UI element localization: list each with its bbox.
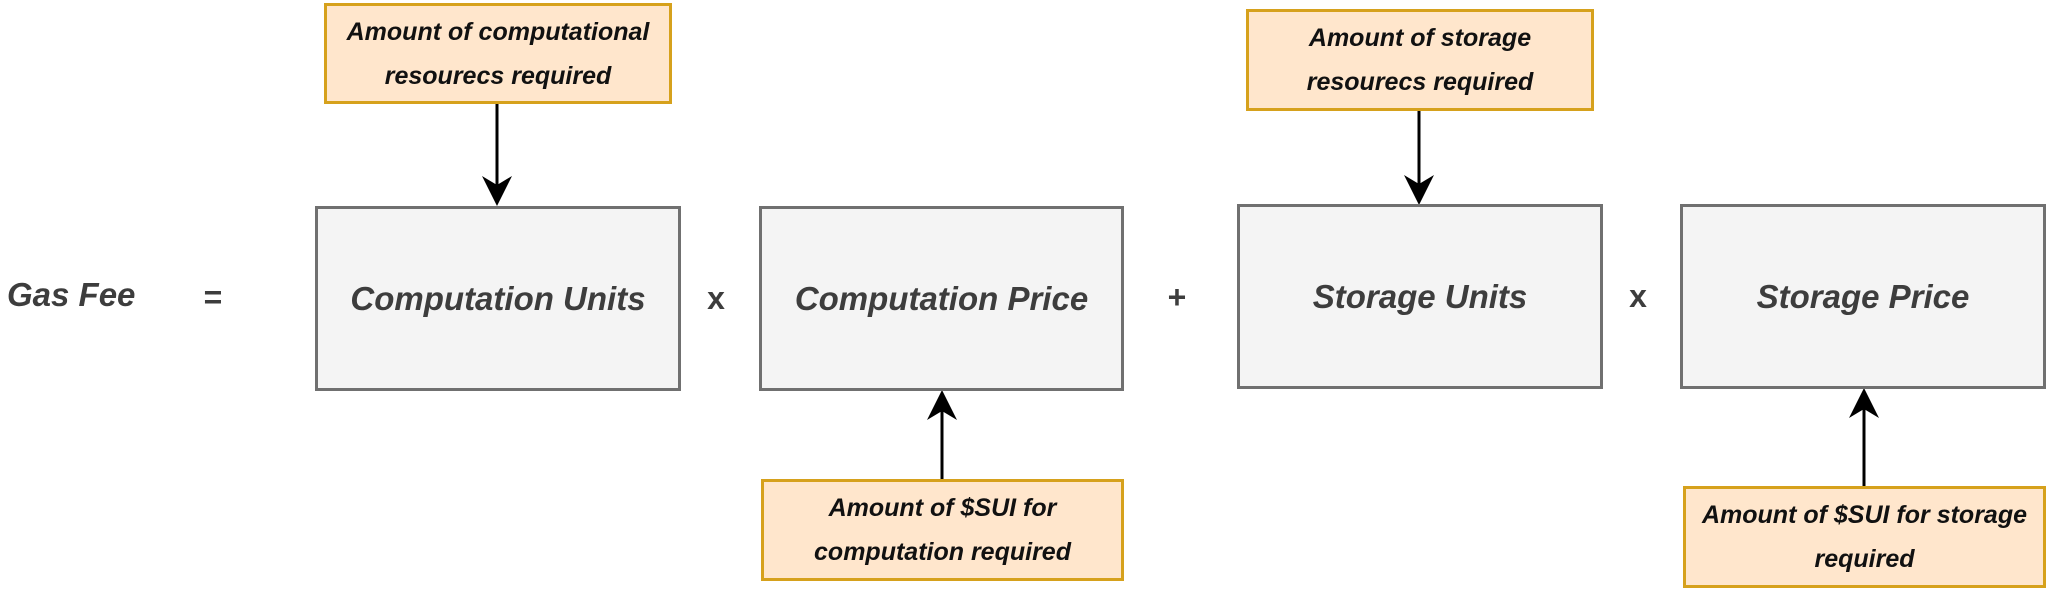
plus-operator: + (1167, 279, 1187, 315)
computation-price-box: Computation Price (759, 206, 1124, 391)
storage-units-note: Amount of storage resourecs required (1246, 9, 1594, 111)
computation-units-note: Amount of computational resourecs requir… (324, 3, 672, 104)
computation-units-box: Computation Units (315, 206, 681, 391)
gas-fee-label: Gas Fee (7, 276, 136, 313)
storage-price-label: Storage Price (1756, 277, 1970, 315)
computation-units-label: Computation Units (350, 279, 646, 317)
multiply-operator-1: x (707, 280, 725, 316)
multiply-operator-2: x (1629, 278, 1647, 314)
computation-price-note: Amount of $SUI for computation required (761, 479, 1124, 581)
storage-units-box: Storage Units (1237, 204, 1603, 389)
equals-sign: = (203, 279, 223, 315)
computation-price-label: Computation Price (794, 279, 1089, 317)
storage-units-label: Storage Units (1312, 277, 1528, 315)
storage-price-box: Storage Price (1680, 204, 2046, 389)
storage-price-note: Amount of $SUI for storage required (1683, 486, 2046, 588)
